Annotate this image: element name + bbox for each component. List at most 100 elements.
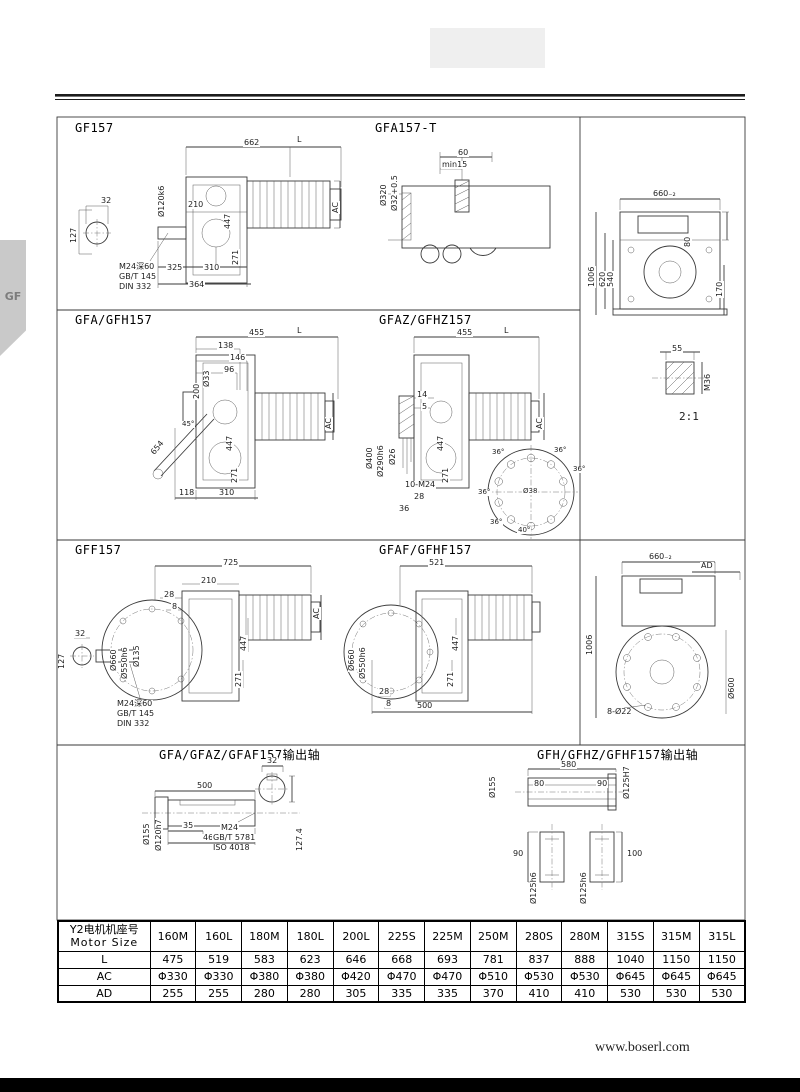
dim-label: AC <box>535 417 545 430</box>
dim-label: 310 <box>203 263 221 273</box>
dim-label: 364 <box>188 280 206 290</box>
table-col-header: 280M <box>561 920 609 952</box>
page-rules <box>55 94 745 100</box>
panel-title: GFA157-T <box>374 121 438 135</box>
table-cell: 410 <box>515 984 563 1003</box>
dim-label: M36 <box>703 372 713 392</box>
table-cell: 530 <box>698 984 746 1003</box>
drawing-hollow-output-shaft <box>515 768 630 890</box>
dim-label: 540 <box>606 270 616 288</box>
table-col-header: 280S <box>515 920 563 952</box>
dim-label: 28 <box>413 492 426 502</box>
table-cell: 781 <box>469 950 517 969</box>
dim-label: 146 <box>229 353 247 363</box>
dim-label: 210 <box>187 200 205 210</box>
dim-label: 90 <box>512 849 525 859</box>
header-logo-placeholder <box>430 28 545 68</box>
dim-label: min15 <box>441 160 469 170</box>
table-cell: 370 <box>469 984 517 1003</box>
dim-label: 40° <box>517 526 532 535</box>
dim-label: 271 <box>441 466 451 484</box>
dim-label: 447 <box>436 434 446 452</box>
drawing-gfaz-gfhz157-side-view <box>398 336 578 539</box>
table-cell: 519 <box>195 950 243 969</box>
table-col-header: 315M <box>652 920 700 952</box>
dim-label: 127 <box>57 652 67 670</box>
dim-label: 325 <box>166 263 184 273</box>
dim-label: Ø320 <box>379 183 389 207</box>
table-cell: 255 <box>195 984 243 1003</box>
dim-label: 80 <box>533 779 546 789</box>
drawing-gfa-gfh157-side-view <box>152 336 339 500</box>
table-cell: 583 <box>241 950 288 969</box>
table-col-header: 160M <box>149 920 197 952</box>
dim-label: ISO 4018 <box>212 843 251 853</box>
dim-label: 36° <box>553 446 568 455</box>
table-cell: Φ645 <box>607 967 654 986</box>
dim-label: 271 <box>234 670 244 688</box>
dim-label: M24 <box>220 823 240 833</box>
dim-label: 45° <box>181 420 196 429</box>
dim-label: Ø125h6 <box>579 871 589 905</box>
table-cell: 668 <box>378 950 426 969</box>
table-row-label: L <box>57 950 151 969</box>
footer-bar <box>0 1078 800 1092</box>
table-cell: Φ380 <box>286 967 334 986</box>
table-cell: Φ530 <box>561 967 609 986</box>
table-cell: 335 <box>378 984 426 1003</box>
table-row-label: AD <box>57 984 151 1003</box>
panel-title: GFF157 <box>74 543 123 557</box>
section-tab-label: GF <box>4 290 22 303</box>
dim-label: 1006 <box>587 265 597 288</box>
dim-label: Ø38 <box>522 487 539 496</box>
table-col-header: 160L <box>195 920 243 952</box>
dim-label: 447 <box>239 634 249 652</box>
dim-label: 654 <box>148 438 167 458</box>
dim-label: 660₋₂ <box>652 189 677 199</box>
table-cell: Φ530 <box>515 967 563 986</box>
table-cell: 646 <box>332 950 380 969</box>
table-cell: Φ470 <box>378 967 426 986</box>
dim-label: 138 <box>217 341 235 351</box>
panel-title: GFH/GFHZ/GFHF157输出轴 <box>536 746 700 763</box>
dim-label: 36° <box>572 465 587 474</box>
dim-label: 32 <box>266 756 279 766</box>
dim-label: 36° <box>477 488 492 497</box>
dim-label: 170 <box>715 280 725 298</box>
dim-label: Ø120k6 <box>157 184 167 218</box>
dim-label: 725 <box>222 558 240 568</box>
dim-label: Ø120h7 <box>154 818 164 852</box>
dim-label: GB/T 5781 <box>212 833 257 843</box>
table-cell: Φ645 <box>698 967 746 986</box>
dim-label: 662 <box>243 138 261 148</box>
dim-label: Ø125h6 <box>529 871 539 905</box>
dim-label: Ø155 <box>488 775 498 799</box>
dim-label: GB/T 145 <box>118 272 158 282</box>
drawing-shaft-detail-2to1 <box>652 351 710 395</box>
table-col-header: 180L <box>286 920 334 952</box>
dim-label: 96 <box>223 365 236 375</box>
table-row-label: AC <box>57 967 151 986</box>
dim-label: M24深60 <box>118 262 156 272</box>
table-cell: Φ510 <box>469 967 517 986</box>
table-col-header: 315S <box>607 920 654 952</box>
table-cell: 410 <box>561 984 609 1003</box>
dim-label: 447 <box>223 212 233 230</box>
dim-label: GB/T 145 <box>116 709 156 719</box>
dim-label: 521 <box>428 558 446 568</box>
dim-label: 271 <box>446 670 456 688</box>
table-col-header: 180M <box>241 920 288 952</box>
dim-label: Ø600 <box>727 676 737 700</box>
table-col-header: 200L <box>332 920 380 952</box>
table-cell: 305 <box>332 984 380 1003</box>
drawing-gfaf-gfhf157-side-view <box>343 565 541 714</box>
dim-label: Ø32+0.5 <box>390 174 400 212</box>
table-cell: 1040 <box>607 950 654 969</box>
